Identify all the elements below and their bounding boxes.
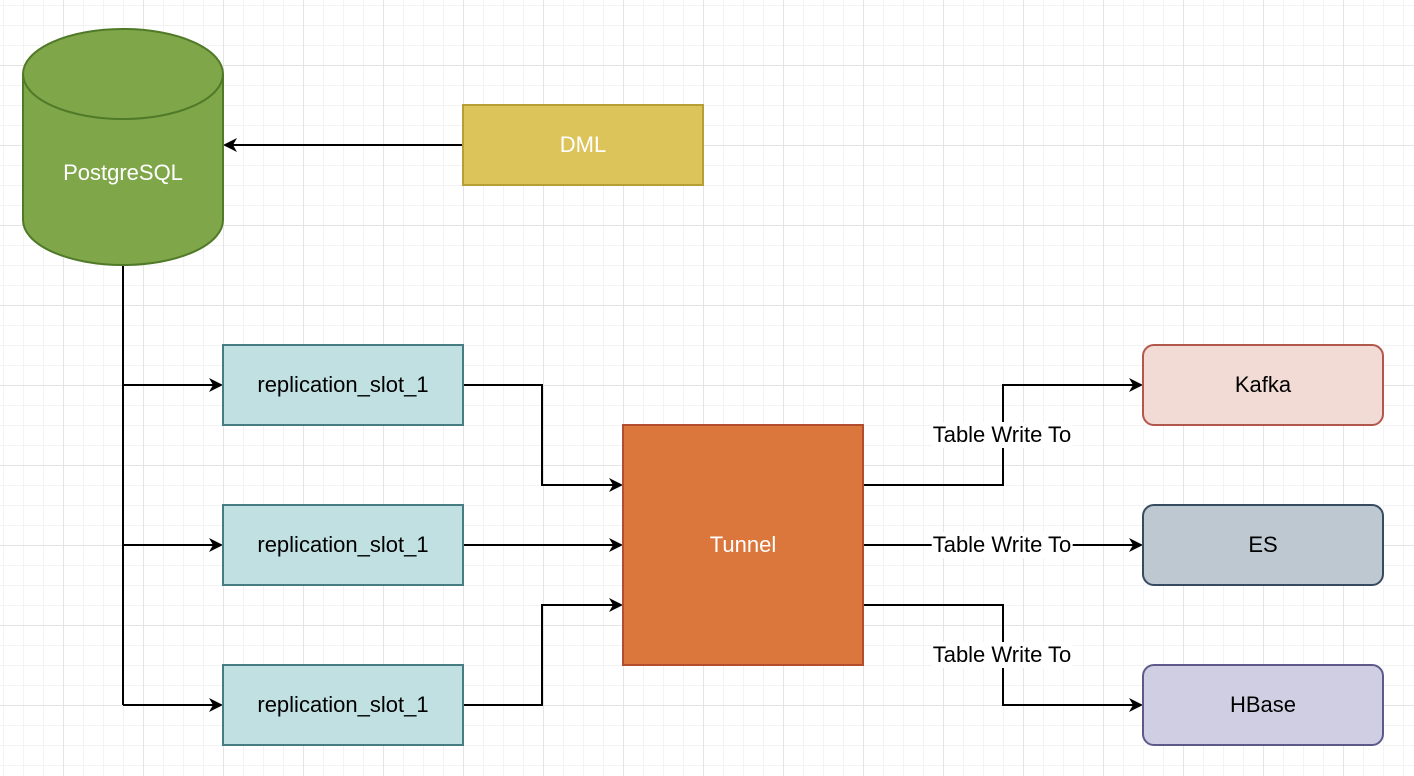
edge-label-kafka: Table Write To xyxy=(931,422,1073,448)
replication-slot-2-node[interactable]: replication_slot_1 xyxy=(222,504,464,586)
database-cylinder-icon xyxy=(22,28,224,266)
replication-slot-3-node[interactable]: replication_slot_1 xyxy=(222,664,464,746)
replication-slot-1-node[interactable]: replication_slot_1 xyxy=(222,344,464,426)
edge-slot-1-to-tunnel xyxy=(464,384,623,492)
edge-label-es: Table Write To xyxy=(931,532,1073,558)
postgresql-label: PostgreSQL xyxy=(63,160,183,185)
edge-label-hbase: Table Write To xyxy=(931,642,1073,668)
postgresql-node[interactable]: PostgreSQL xyxy=(22,28,224,266)
es-node[interactable]: ES xyxy=(1142,504,1384,586)
tunnel-node[interactable]: Tunnel xyxy=(622,424,864,666)
kafka-node[interactable]: Kafka xyxy=(1142,344,1384,426)
dml-node[interactable]: DML xyxy=(462,104,704,186)
hbase-node[interactable]: HBase xyxy=(1142,664,1384,746)
edge-slot-3-to-tunnel xyxy=(464,598,623,706)
